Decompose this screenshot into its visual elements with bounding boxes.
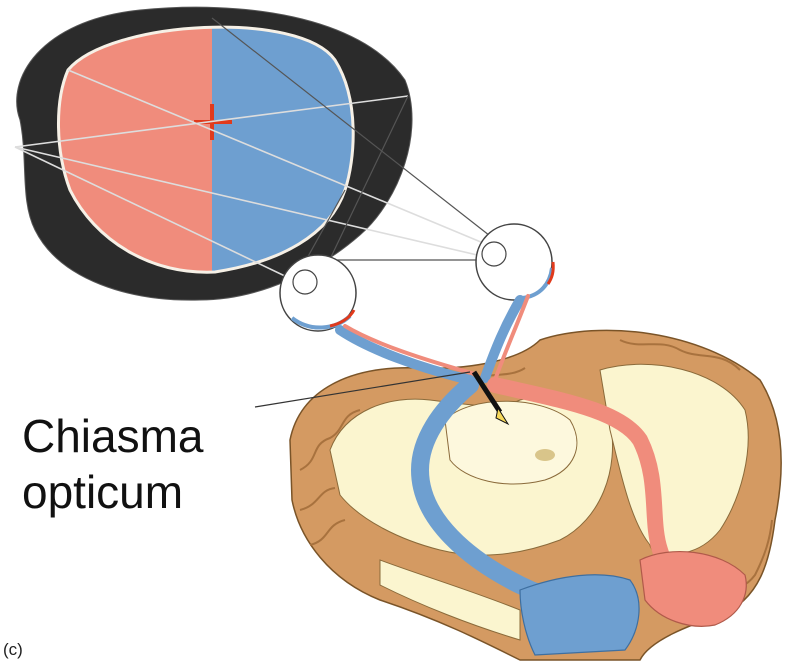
label-line-1: Chiasma [22,408,262,464]
label-line-2: opticum [22,464,262,520]
chiasma-opticum-label: Chiasma opticum [22,408,262,520]
figure-letter: (c) [3,640,23,660]
left-eye [280,255,356,331]
right-eye [476,224,553,300]
left-visual-cortex [520,575,639,655]
